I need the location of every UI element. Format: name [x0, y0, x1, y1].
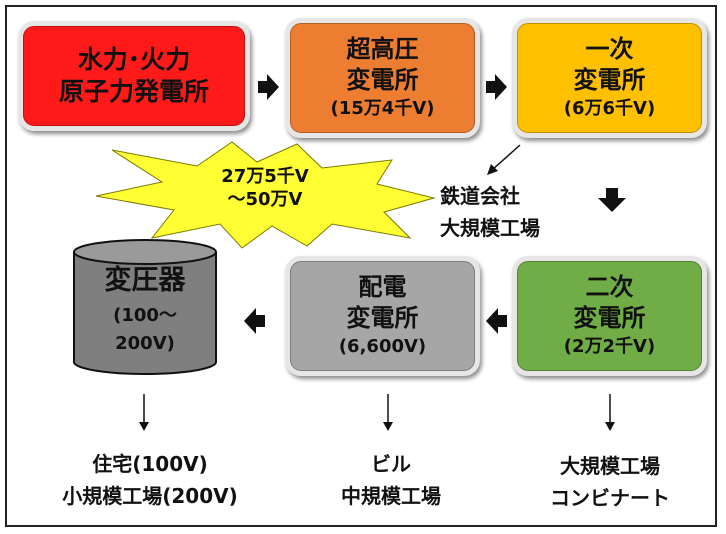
secondary-label-line1: 二次 — [585, 273, 634, 301]
building-label-line1: ビル — [371, 452, 411, 476]
power-plant-label-line1: 水力･火力 — [77, 45, 191, 74]
arrow-down-building — [383, 394, 393, 431]
arrow-down-home — [139, 394, 149, 431]
arrow-down-1 — [598, 188, 626, 212]
railway-label-line1: 鉄道会社 — [440, 184, 520, 208]
arrow-to-railway — [487, 144, 521, 175]
primary-substation-box: 一次 変電所 (6万6千V) — [512, 18, 707, 138]
primary-label-line2: 変電所 — [573, 66, 646, 94]
power-plant-label-line2: 原子力発電所 — [58, 77, 209, 106]
home-label-line2: 小規模工場(200V) — [62, 484, 238, 508]
arrow-down-large-factory — [605, 394, 615, 431]
secondary-substation-box: 二次 変電所 (2万2千V) — [512, 256, 707, 376]
primary-label-line1: 一次 — [585, 35, 634, 63]
secondary-voltage: (2万2千V) — [563, 336, 656, 357]
transformer-label: 変圧器 — [104, 265, 186, 296]
transformer-range-line1: (100～ — [113, 305, 177, 326]
home-label-line1: 住宅(100V) — [92, 452, 208, 476]
power-plant-box: 水力･火力 原子力発電所 — [18, 21, 250, 131]
distribution-label-line1: 配電 — [358, 273, 407, 301]
building-label-line2: 中規模工場 — [341, 484, 441, 508]
distribution-voltage: (6,600V) — [338, 336, 427, 357]
distribution-substation-box: 配電 変電所 (6,600V) — [285, 256, 480, 376]
arrow-left-2 — [244, 308, 265, 334]
railway-label-line2: 大規模工場 — [440, 216, 540, 240]
secondary-label-line2: 変電所 — [573, 304, 646, 332]
large-factory-label-line1: 大規模工場 — [560, 454, 660, 478]
primary-voltage: (6万6千V) — [563, 98, 656, 119]
large-factory-label-line2: コンビナート — [550, 486, 670, 510]
burst-voltage-line2: ～50万V — [227, 189, 303, 210]
diagram-frame — [5, 5, 717, 527]
transformer-range-line2: 200V) — [115, 333, 175, 354]
ultra-high-substation-box: 超高圧 変電所 (15万4千V) — [285, 18, 480, 138]
ultra-high-label-line1: 超高圧 — [346, 35, 419, 63]
arrow-left-1 — [486, 308, 507, 334]
burst-voltage-line1: 27万5千V — [221, 166, 309, 187]
transformer-cylinder — [73, 239, 217, 375]
arrow-right-2 — [486, 74, 507, 100]
arrow-right-1 — [258, 74, 279, 100]
distribution-label-line2: 変電所 — [346, 304, 419, 332]
ultra-high-voltage: (15万4千V) — [330, 98, 435, 119]
ultra-high-label-line2: 変電所 — [346, 66, 419, 94]
voltage-burst-shape — [95, 141, 436, 249]
